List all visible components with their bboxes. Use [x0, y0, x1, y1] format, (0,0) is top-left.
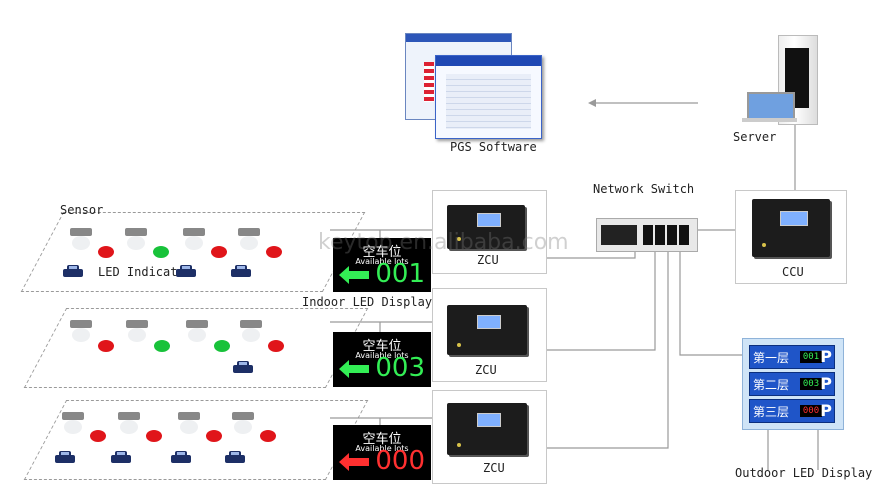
outdoor-row-count: 001	[800, 351, 822, 363]
outdoor-row-2: 第二层 003 P	[749, 372, 835, 396]
outdoor-row-count: 000	[800, 405, 822, 417]
zcu-device-1: ZCU	[432, 190, 547, 274]
led-indicator-red	[98, 246, 114, 258]
laptop	[742, 92, 797, 122]
indoor-count: 001	[375, 259, 425, 289]
car-icon	[54, 450, 76, 465]
arrow-left-icon	[339, 453, 369, 471]
sensor-beam	[64, 420, 82, 434]
car-icon	[224, 450, 246, 465]
parking-icon: P	[820, 374, 832, 393]
sensor-beam	[127, 236, 145, 250]
indoor-led-display-2: 空车位 Available lots 003	[333, 332, 431, 387]
indoor-title-cn: 空车位	[362, 339, 402, 354]
led-indicator-red	[98, 340, 114, 352]
parking-icon: P	[820, 401, 832, 420]
car-icon	[232, 360, 254, 375]
outdoor-row-level: 第一层	[753, 351, 790, 365]
sensor-icon	[232, 412, 254, 420]
led-indicator-label: LED Indicator	[98, 265, 192, 279]
sensor-beam	[234, 420, 252, 434]
zcu-label-1: ZCU	[477, 253, 499, 267]
zcu-label-2: ZCU	[475, 363, 497, 377]
car-icon	[175, 264, 197, 279]
parking-level-1	[20, 212, 366, 292]
indoor-title-en: Available lots	[355, 257, 409, 266]
zcu-label-3: ZCU	[483, 461, 505, 475]
car-icon	[62, 264, 84, 279]
sensor-beam	[188, 328, 206, 342]
indoor-count: 000	[375, 446, 425, 476]
sensor-icon	[118, 412, 140, 420]
led-indicator-red	[206, 430, 222, 442]
outdoor-row-3: 第三层 000 P	[749, 399, 835, 423]
sensor-icon	[178, 412, 200, 420]
sensor-beam	[242, 328, 260, 342]
outdoor-led-display: 第一层 001 P 第二层 003 P 第三层 000 P	[742, 338, 844, 430]
ccu-label: CCU	[782, 265, 804, 279]
sensor-beam	[240, 236, 258, 250]
outdoor-row-level: 第二层	[753, 378, 790, 392]
sensor-icon	[240, 320, 262, 328]
network-switch-label: Network Switch	[593, 182, 695, 196]
sensor-icon	[125, 228, 147, 236]
sensor-beam	[72, 328, 90, 342]
sensor-beam	[185, 236, 203, 250]
sensor-icon	[238, 228, 260, 236]
indoor-title-en: Available lots	[355, 351, 409, 360]
indoor-count: 003	[375, 353, 425, 383]
car-icon	[230, 264, 252, 279]
watermark: keytop.en.alibaba.com	[318, 230, 569, 255]
led-indicator-red	[266, 246, 282, 258]
indoor-led-display-label: Indoor LED Display	[302, 295, 433, 309]
outdoor-row-count: 003	[800, 378, 822, 390]
network-switch	[596, 218, 698, 252]
sensor-beam	[72, 236, 90, 250]
led-indicator-red	[260, 430, 276, 442]
pgs-software-label: PGS Software	[450, 140, 537, 154]
led-indicator-red	[146, 430, 162, 442]
sensor-icon	[126, 320, 148, 328]
parking-icon: P	[820, 347, 832, 366]
arrow-left-icon	[339, 360, 369, 378]
sensor-icon	[70, 320, 92, 328]
zcu-device-3: ZCU	[432, 390, 547, 484]
server-tower	[778, 35, 818, 125]
server-label: Server	[733, 130, 777, 144]
led-indicator-red	[268, 340, 284, 352]
led-indicator-red	[90, 430, 106, 442]
pgs-software-screens	[405, 33, 545, 139]
sensor-icon	[183, 228, 205, 236]
sensor-beam	[128, 328, 146, 342]
indoor-led-display-3: 空车位 Available lots 000	[333, 425, 431, 480]
sensor-label: Sensor	[60, 203, 104, 217]
led-indicator-green	[153, 246, 169, 258]
ccu-device: CCU	[735, 190, 847, 284]
sensor-beam	[120, 420, 138, 434]
arrow-left-icon	[339, 266, 369, 284]
outdoor-row-1: 第一层 001 P	[749, 345, 835, 369]
zcu-device-2: ZCU	[432, 288, 547, 382]
led-indicator-green	[154, 340, 170, 352]
sensor-icon	[70, 228, 92, 236]
indoor-title-cn: 空车位	[362, 432, 402, 447]
led-indicator-red	[211, 246, 227, 258]
led-indicator-green	[214, 340, 230, 352]
sensor-icon	[62, 412, 84, 420]
sensor-icon	[186, 320, 208, 328]
car-icon	[110, 450, 132, 465]
car-icon	[170, 450, 192, 465]
outdoor-led-display-label: Outdoor LED Display	[735, 466, 873, 480]
indoor-led-display-1: 空车位 Available lots 001	[333, 238, 431, 292]
sensor-beam	[180, 420, 198, 434]
outdoor-row-level: 第三层	[753, 405, 790, 419]
indoor-title-en: Available lots	[355, 444, 409, 453]
indoor-title-cn: 空车位	[362, 245, 402, 260]
